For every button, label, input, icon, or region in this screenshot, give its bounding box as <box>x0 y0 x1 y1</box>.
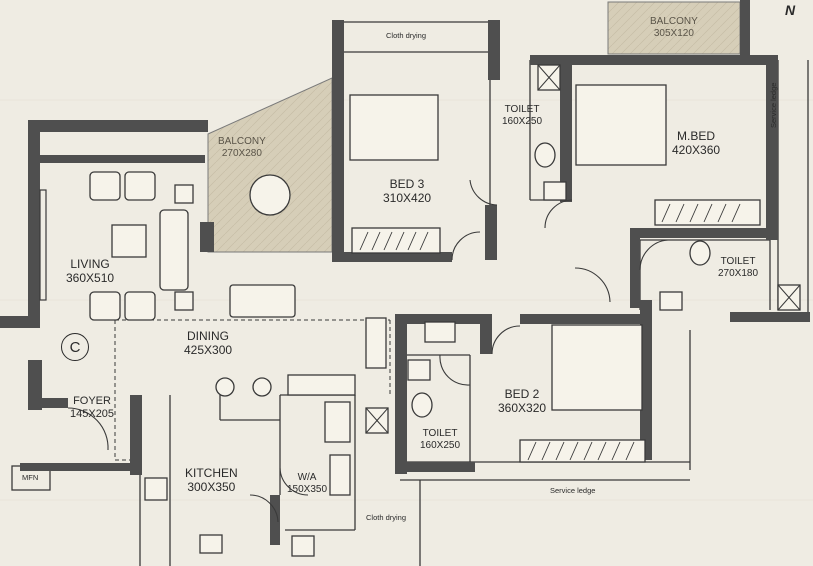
dining-dashed-zone <box>114 319 391 461</box>
circle-marker: C <box>61 333 89 361</box>
service-ledge-bottom-label: Service ledge <box>550 486 596 495</box>
door-swings <box>67 179 669 523</box>
mfn-label: MFN <box>22 473 39 482</box>
balcony-top-floor <box>607 1 741 55</box>
shafts <box>365 64 801 434</box>
cloth-drying-bottom-label: Cloth drying <box>366 513 407 522</box>
north-indicator: N <box>785 2 796 18</box>
window-left <box>39 189 47 301</box>
wardrobe-hatching <box>359 203 741 461</box>
service-ledge-right-label: Service ledge <box>769 82 778 128</box>
walls <box>0 0 810 545</box>
thin-lines <box>11 21 809 566</box>
cloth-drying-top-label: Cloth drying <box>386 31 427 40</box>
balcony-left-floor <box>207 77 333 253</box>
